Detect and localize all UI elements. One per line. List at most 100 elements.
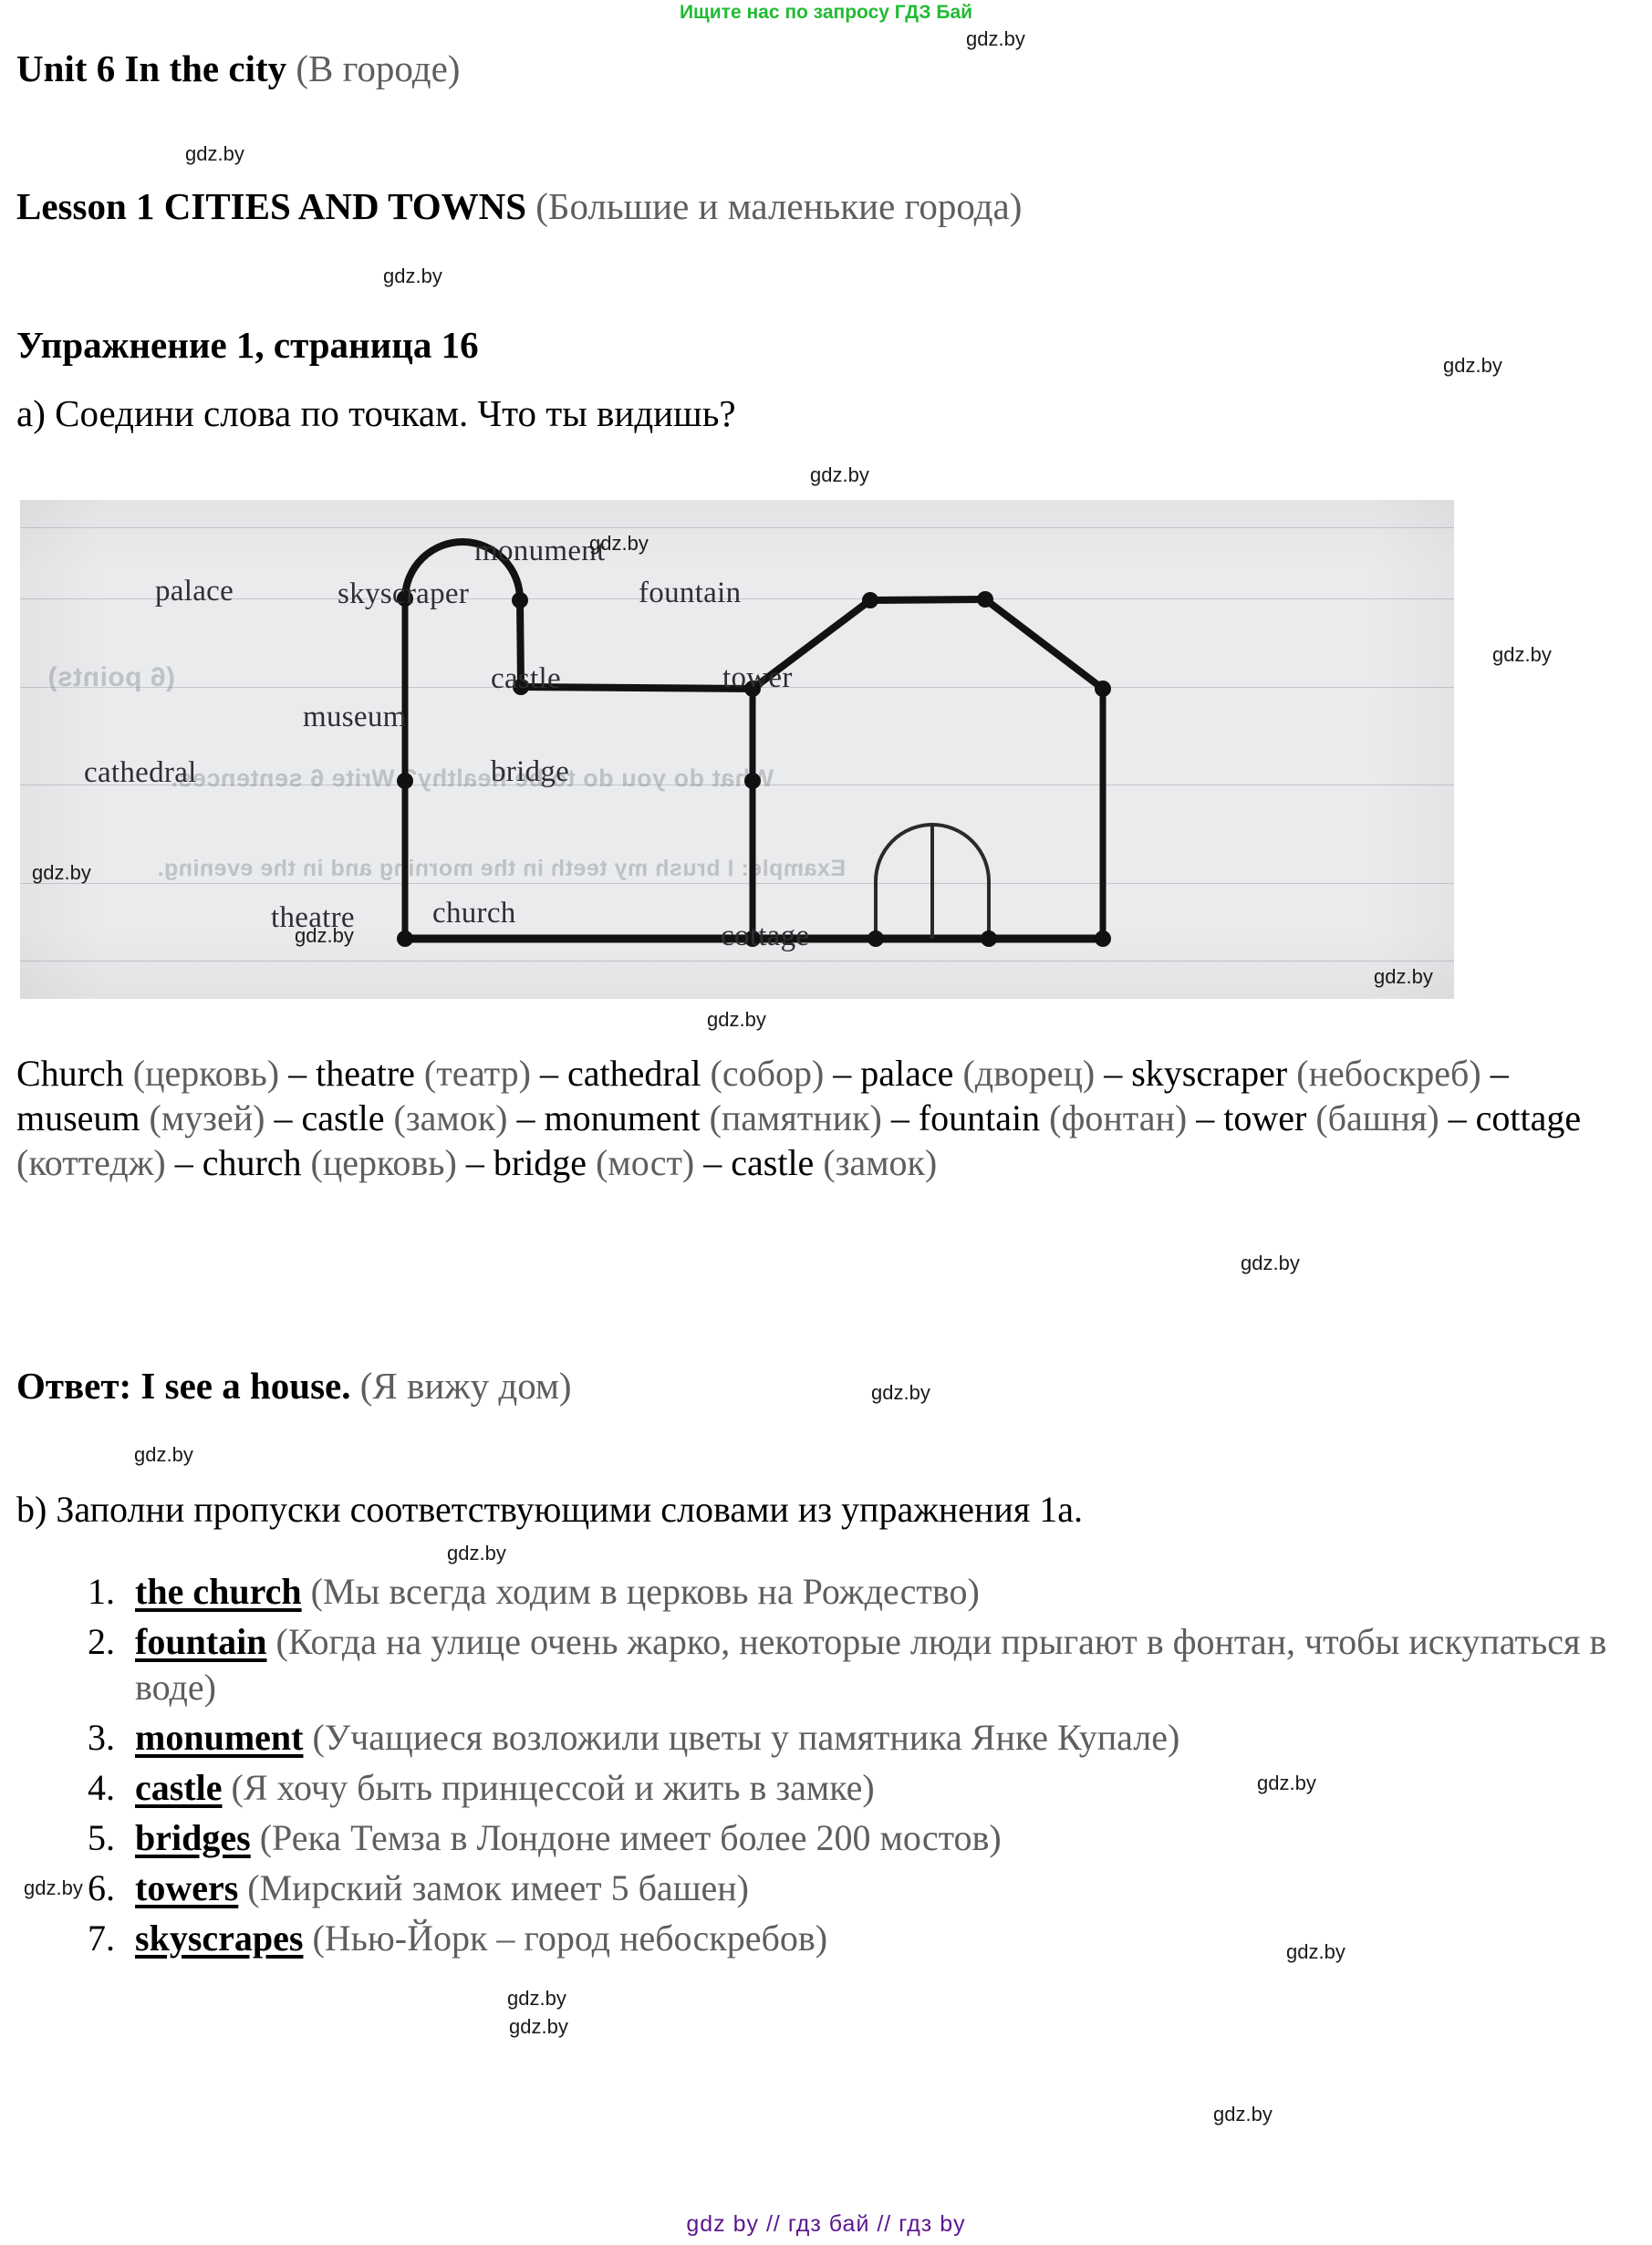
answer-item-body: skyscrapes (Нью-Йорк – город небоскребов… <box>135 1916 1622 1961</box>
word-chain-ru: (замок) <box>823 1142 938 1183</box>
theatre-dot <box>397 930 413 947</box>
watermark: gdz.by <box>1492 643 1552 666</box>
word-chain-ru: (церковь) <box>310 1142 457 1183</box>
word-chain-en: cathedral <box>566 1053 711 1094</box>
answer-translation: (Я вижу дом) <box>359 1365 572 1407</box>
answer-item-number: 6. <box>88 1867 115 1908</box>
answer-item-number: 2. <box>88 1621 115 1662</box>
task-b-prompt: b) Заполни пропуски соответствующими сло… <box>16 1489 1083 1530</box>
answer-item-word: the church <box>135 1571 302 1612</box>
palace-dot <box>397 590 413 607</box>
answer-item-translation: (Учащиеся возложили цветы у памятника Ян… <box>303 1717 1180 1758</box>
answer-item-body: monument (Учащиеся возложили цветы у пам… <box>135 1715 1622 1761</box>
dot-to-dot-lines <box>397 538 1111 947</box>
castle-dot <box>744 681 761 697</box>
answer-item-translation: (Мирский замок имеет 5 башен) <box>238 1867 749 1908</box>
word-chain-en: castle <box>301 1097 394 1138</box>
task-a-prompt: a) Соедини слова по точкам. Что ты видиш… <box>16 392 736 434</box>
diagram-label-cathedral: cathedral <box>84 756 197 789</box>
answer-item-number: 1. <box>88 1571 115 1612</box>
answer-item-translation: (Нью-Йорк – город небоскребов) <box>303 1918 828 1959</box>
watermark: gdz.by <box>1443 354 1502 377</box>
answer-item-translation: (Мы всегда ходим в церковь на Рождество) <box>301 1571 980 1612</box>
word-chain-ru: (фонтан) <box>1049 1097 1188 1138</box>
answer-item: 5. bridges (Река Темза в Лондоне имеет бо… <box>71 1815 1622 1861</box>
door-left-dot <box>868 930 884 947</box>
lesson-heading-ru: (Большие и маленькие города) <box>535 185 1023 227</box>
word-chain-ru: (башня) <box>1315 1097 1439 1138</box>
word-chain-separator: – <box>265 1097 302 1138</box>
word-chain-separator: – <box>279 1053 317 1094</box>
watermark: gdz.by <box>810 463 869 486</box>
word-chain-en: theatre <box>316 1053 424 1094</box>
diagram-label-church: church <box>432 897 516 930</box>
scan-rule <box>20 527 1454 528</box>
church-dot <box>744 930 761 947</box>
answer-item-body: towers (Мирский замок имеет 5 башен) <box>135 1866 1622 1911</box>
word-chain-separator: – <box>530 1053 567 1094</box>
answer-item-word: towers <box>135 1867 239 1908</box>
watermark: gdz.by <box>185 142 244 165</box>
word-chain-separator: – <box>824 1053 861 1094</box>
word-chain-en: monument <box>544 1097 710 1138</box>
lesson-heading-en: Lesson 1 CITIES AND TOWNS <box>16 185 527 227</box>
diagram-label-palace: palace <box>155 575 234 608</box>
watermark: gdz.by <box>1213 2103 1273 2125</box>
word-chain-ru: (театр) <box>423 1053 531 1094</box>
word-chain-ru: (коттедж) <box>16 1142 166 1183</box>
word-chain-en: bridge <box>493 1142 597 1183</box>
diagram-label-skyscraper: skyscraper <box>338 577 470 610</box>
scan-paper-texture <box>20 500 1454 999</box>
answer-item: 1. the church (Мы всегда ходим в церковь … <box>71 1569 1622 1615</box>
word-chain-separator: – <box>1439 1097 1476 1138</box>
cathedral-dot <box>397 773 413 789</box>
unit-heading: Unit 6 In the city (В городе) <box>16 47 460 90</box>
answer-item-word: bridges <box>135 1817 251 1858</box>
answer-item-body: the church (Мы всегда ходим в церковь на… <box>135 1569 1622 1615</box>
word-chain-ru: (мост) <box>596 1142 695 1183</box>
word-chain-en: palace <box>860 1053 963 1094</box>
answer-item-word: fountain <box>135 1621 267 1662</box>
answer-item-word: skyscrapes <box>135 1918 304 1959</box>
word-chain-ru: (собор) <box>710 1053 825 1094</box>
watermark: gdz.by <box>707 1008 766 1031</box>
watermark: gdz.by <box>507 1987 566 2010</box>
word-chain-ru: (церковь) <box>132 1053 280 1094</box>
word-chain-separator: – <box>881 1097 919 1138</box>
answer-item: 2. fountain (Когда на улице очень жарко, … <box>71 1619 1622 1710</box>
word-chain-en: tower <box>1223 1097 1316 1138</box>
fountain-dot <box>977 591 993 608</box>
promo-banner: Ищите нас по запросу ГДЗ Бай <box>679 2 973 23</box>
cottage-dot <box>1095 930 1111 947</box>
dot-to-dot-diagram: (6 points)What do you do to be healthy? … <box>20 500 1454 999</box>
word-chain-separator: – <box>1481 1053 1509 1094</box>
answer-item-number: 5. <box>88 1817 115 1858</box>
word-chain-en: museum <box>16 1097 150 1138</box>
answer-item-body: bridges (Река Темза в Лондоне имеет боле… <box>135 1815 1622 1861</box>
diagram-label-bridge: bridge <box>491 755 570 788</box>
word-chain-separator: – <box>1095 1053 1132 1094</box>
word-chain-en: church <box>202 1142 311 1183</box>
word-chain-en: skyscraper <box>1131 1053 1297 1094</box>
monument-dot <box>862 592 878 608</box>
word-chain-en: castle <box>731 1142 824 1183</box>
footer-watermark: gdz by // гдз бай // гдз by <box>686 2211 966 2237</box>
answer-item: 6. towers (Мирский замок имеет 5 башен) <box>71 1866 1622 1911</box>
answers-list: 1. the church (Мы всегда ходим в церковь … <box>71 1569 1622 1966</box>
answer-label: Ответ: I see a house. <box>16 1365 351 1407</box>
watermark: gdz.by <box>383 265 442 287</box>
lesson-heading: Lesson 1 CITIES AND TOWNS (Большие и мал… <box>16 185 1022 228</box>
diagram-label-cottage: cottage <box>721 920 810 952</box>
word-chain-separator: – <box>694 1142 732 1183</box>
skyscraper-dot <box>512 592 528 608</box>
word-chain-separator: – <box>507 1097 545 1138</box>
word-chain-ru: (музей) <box>149 1097 265 1138</box>
answer-item-translation: (Когда на улице очень жарко, некоторые л… <box>135 1621 1607 1708</box>
answer-item-translation: (Я хочу быть принцессой и жить в замке) <box>222 1767 875 1808</box>
scan-rule <box>20 883 1454 884</box>
word-chain-ru: (дворец) <box>962 1053 1096 1094</box>
watermark: gdz.by <box>134 1443 193 1466</box>
word-chain-ru: (замок) <box>393 1097 508 1138</box>
answer-item: 4.castle (Я хочу быть принцессой и жить … <box>71 1765 1622 1811</box>
answer-item-translation: (Река Темза в Лондоне имеет более 200 мо… <box>250 1817 1002 1858</box>
